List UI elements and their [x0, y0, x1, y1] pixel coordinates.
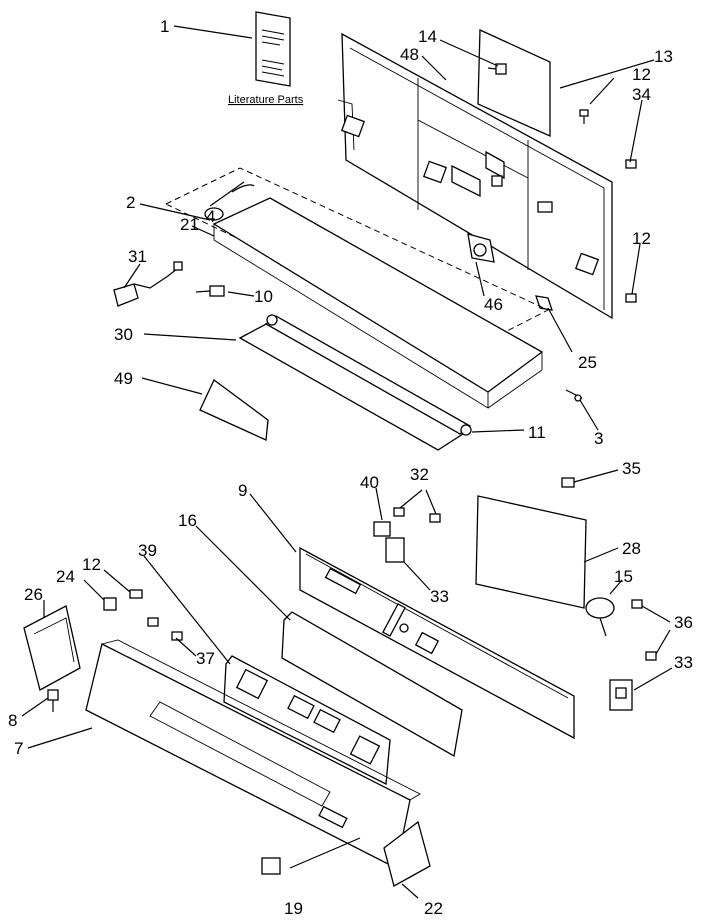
- callout-16: 16: [178, 511, 197, 530]
- part-11-lamp-tube: [264, 314, 472, 436]
- part-25-clip: [535, 295, 553, 311]
- callout-21: 21: [180, 215, 199, 234]
- part-13-plate: [477, 29, 551, 138]
- part-26-end-cap: [23, 605, 81, 691]
- callout-32: 32: [410, 465, 429, 484]
- part-9-panel-frame: [299, 546, 575, 740]
- callout-10: 10: [254, 287, 273, 306]
- part-31-switch: [113, 261, 183, 307]
- callout-24: 24: [56, 567, 75, 586]
- callout-7: 7: [14, 739, 23, 758]
- part-22-end-cap: [383, 820, 431, 887]
- part-literature-booklet: [255, 11, 291, 87]
- callout-25: 25: [578, 353, 597, 372]
- callout-labels: 1 14 48 13 12 34 2 4 21 12 31 10 46 30 2…: [8, 17, 693, 918]
- callout-12-left: 12: [82, 555, 101, 574]
- callout-14: 14: [418, 27, 437, 46]
- callout-4: 4: [206, 207, 215, 226]
- part-8-screw: [47, 689, 59, 712]
- callout-35: 35: [622, 459, 641, 478]
- callout-12-top: 12: [632, 65, 651, 84]
- callout-9: 9: [238, 481, 247, 500]
- callout-30: 30: [114, 325, 133, 344]
- callout-37: 37: [196, 649, 215, 668]
- part-15-sensor: [585, 597, 615, 637]
- part-32-screws: [393, 507, 441, 523]
- callout-34: 34: [632, 85, 651, 104]
- part-14-screw: [487, 63, 507, 75]
- callout-48: 48: [400, 45, 419, 64]
- part-16-membrane: [281, 611, 463, 758]
- callout-12-right: 12: [632, 229, 651, 248]
- part-36-screws: [631, 599, 657, 661]
- part-35-screw: [561, 477, 575, 488]
- callout-3: 3: [594, 429, 603, 448]
- part-screws-right: [579, 109, 637, 303]
- callout-33-right: 33: [674, 653, 693, 672]
- part-28-circuit-board: [475, 495, 587, 609]
- part-46-bracket: [467, 233, 495, 263]
- callout-33-middle: 33: [430, 587, 449, 606]
- callout-46: 46: [484, 295, 503, 314]
- leader-lines: [21, 25, 673, 899]
- callout-39: 39: [138, 541, 157, 560]
- callout-19: 19: [284, 899, 303, 918]
- part-19-button: [261, 857, 281, 875]
- callout-40: 40: [360, 473, 379, 492]
- part-top-channel: [164, 167, 550, 409]
- part-49-bracket: [199, 379, 269, 441]
- callout-26: 26: [24, 585, 43, 604]
- callout-15: 15: [614, 567, 633, 586]
- callout-31: 31: [128, 247, 147, 266]
- callout-1: 1: [160, 17, 169, 36]
- part-10-screw: [195, 285, 225, 297]
- callout-22: 22: [424, 899, 443, 918]
- part-40-connector: [373, 521, 391, 537]
- literature-parts-caption: Literature Parts: [228, 94, 304, 106]
- callout-13: 13: [654, 47, 673, 66]
- part-7-front-trim: [85, 639, 421, 869]
- part-12-screw-left: [129, 589, 143, 599]
- part-rear-panel: [337, 32, 613, 320]
- callout-8: 8: [8, 711, 17, 730]
- callout-36: 36: [674, 613, 693, 632]
- part-37-screws: [147, 617, 183, 641]
- callout-28: 28: [622, 539, 641, 558]
- part-33a-relay: [385, 537, 405, 563]
- part-24-knob: [103, 597, 117, 611]
- part-3-clip: [565, 389, 583, 402]
- callout-2: 2: [126, 193, 135, 212]
- part-39-keypad: [223, 655, 391, 786]
- part-33b-relay: [609, 679, 633, 711]
- callout-11: 11: [528, 423, 546, 442]
- callout-49: 49: [114, 369, 133, 388]
